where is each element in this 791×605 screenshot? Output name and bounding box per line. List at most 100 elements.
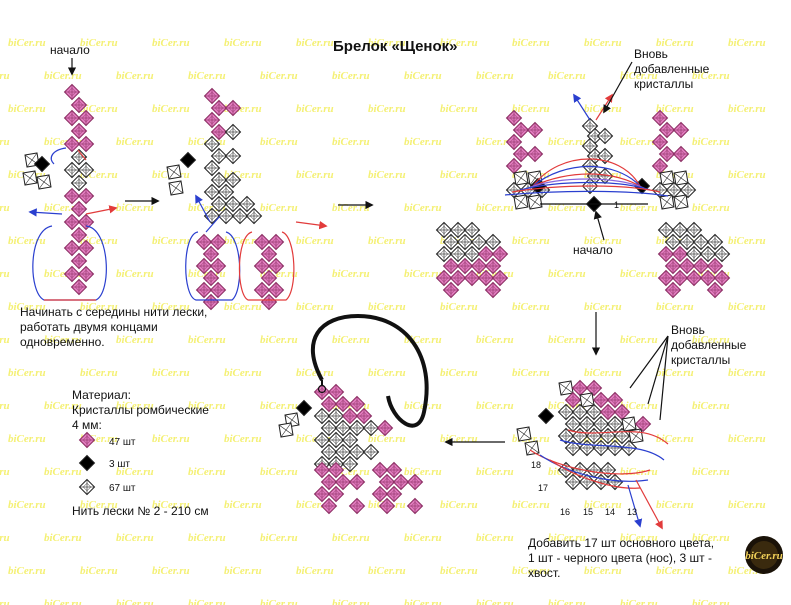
- white-crystal: [678, 233, 696, 251]
- figure-2-ear: [166, 164, 182, 180]
- white-crystal: [435, 221, 453, 239]
- pink-crystal: [658, 145, 676, 163]
- pink-crystal: [671, 245, 689, 263]
- pink-crystal: [77, 135, 95, 153]
- white-crystal: [470, 233, 488, 251]
- white-crystal: [456, 233, 474, 251]
- white-crystal: [571, 403, 589, 421]
- white-crystal: [592, 415, 610, 433]
- pink-crystal: [70, 226, 88, 244]
- pink-crystal: [651, 133, 669, 151]
- white-crystal: [320, 419, 338, 437]
- white-crystal-count: 67 шт: [109, 483, 136, 494]
- new-crystals-label-2: Вновь добавленные кристаллы: [671, 323, 747, 367]
- white-crystal: [224, 195, 242, 213]
- pink-crystal: [334, 395, 352, 413]
- pink-crystal: [672, 121, 690, 139]
- white-crystal: [362, 419, 380, 437]
- pink-crystal: [664, 281, 682, 299]
- pink-crystal: [477, 269, 495, 287]
- white-crystal: [203, 159, 221, 177]
- pink-crystal: [671, 269, 689, 287]
- pink-crystal: [484, 281, 502, 299]
- pink-crystal: [470, 257, 488, 275]
- step-number-15: 15: [583, 507, 594, 517]
- pink-crystal: [491, 269, 509, 287]
- pink-crystal: [63, 109, 81, 127]
- ear-crystal: [659, 194, 675, 210]
- white-crystal: [224, 171, 242, 189]
- pink-crystal: [564, 391, 582, 409]
- white-crystal: [685, 245, 703, 263]
- pink-crystal: [313, 485, 331, 503]
- figure-1-nose: [33, 155, 51, 173]
- white-crystal: [442, 233, 460, 251]
- pink-crystal: [209, 281, 227, 299]
- white-crystal: [203, 183, 221, 201]
- pink-crystal: [678, 257, 696, 275]
- bead-groups: [22, 83, 731, 515]
- pink-crystal: [70, 122, 88, 140]
- pink-crystal: [63, 239, 81, 257]
- ear-crystal: [513, 170, 529, 186]
- pink-crystal: [651, 109, 669, 127]
- white-crystal: [313, 407, 331, 425]
- white-crystal: [706, 233, 724, 251]
- pink-crystal: [477, 245, 495, 263]
- pink-crystal: [713, 269, 731, 287]
- black-crystal-count: 3 шт: [109, 459, 130, 470]
- figure-4-body: [557, 379, 652, 457]
- pink-crystal: [320, 473, 338, 491]
- pink-crystal: [253, 281, 271, 299]
- pointer-arrows: [67, 58, 669, 447]
- figure-5-body: [313, 383, 394, 473]
- pink-crystal: [224, 99, 242, 117]
- pink-crystal: [406, 497, 424, 515]
- pink-crystal: [260, 245, 278, 263]
- pink-crystal: [313, 461, 331, 479]
- white-crystal: [70, 174, 88, 192]
- pink-crystal: [203, 87, 221, 105]
- pink-crystal: [77, 213, 95, 231]
- step-number-1: 1: [614, 200, 620, 210]
- pink-crystal: [449, 269, 467, 287]
- legend-white-crystal: [78, 478, 96, 496]
- materials-heading: Материал:: [72, 388, 131, 402]
- pink-crystal: [376, 419, 394, 437]
- white-crystal: [238, 195, 256, 213]
- white-crystal: [217, 183, 235, 201]
- pink-crystal: [706, 257, 724, 275]
- pink-crystal: [70, 278, 88, 296]
- figure-4-ear: [516, 426, 532, 442]
- ear-crystal: [621, 416, 637, 432]
- pink-crystal: [657, 269, 675, 287]
- bicer-logo: biCer.ru: [745, 536, 783, 574]
- pink-crystal: [348, 497, 366, 515]
- logo-text: biCer.ru: [745, 550, 783, 562]
- white-crystal: [449, 221, 467, 239]
- pink-crystal: [327, 383, 345, 401]
- pink-crystal: [267, 281, 285, 299]
- pink-crystal: [77, 239, 95, 257]
- white-crystal: [217, 207, 235, 225]
- pink-crystal: [685, 269, 703, 287]
- pink-crystal: [210, 123, 228, 141]
- pink-crystal: [63, 213, 81, 231]
- white-crystal: [578, 439, 596, 457]
- white-crystal: [210, 147, 228, 165]
- figure-5-ear: [278, 422, 294, 438]
- pink-crystal: [63, 135, 81, 153]
- pink-crystal: [253, 257, 271, 275]
- pink-crystal: [195, 281, 213, 299]
- white-crystal: [596, 147, 614, 165]
- figure-4-nose: [537, 407, 555, 425]
- pink-crystal: [657, 245, 675, 263]
- thread-length: Нить лески № 2 - 210 см: [72, 504, 209, 518]
- white-crystal: [327, 407, 345, 425]
- start-label-2: начало: [573, 243, 613, 257]
- thread-lines: [28, 93, 669, 530]
- white-crystal: [557, 403, 575, 421]
- pink-crystal: [571, 379, 589, 397]
- ear-crystal: [558, 380, 574, 396]
- pink-crystal: [512, 121, 530, 139]
